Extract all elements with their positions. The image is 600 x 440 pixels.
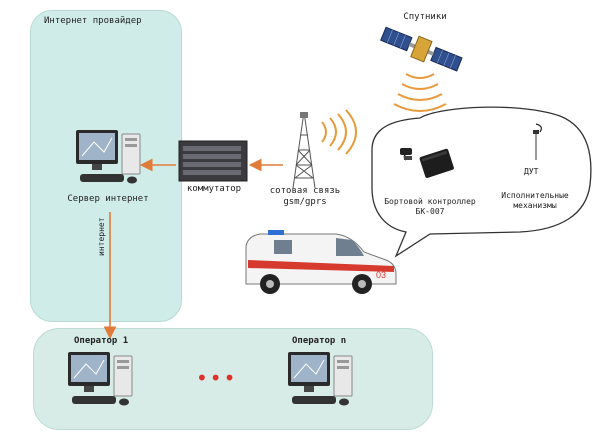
provider-zone	[30, 10, 182, 322]
operator-first-workstation-icon	[68, 352, 133, 406]
controller-box-icon	[400, 148, 454, 178]
server-workstation-icon	[76, 130, 141, 184]
operator-last-workstation-icon	[288, 352, 353, 406]
server-label: Сервер интернет	[67, 194, 149, 204]
dut-label: ДУТ	[524, 167, 539, 176]
satellite-label: Спутники	[403, 12, 447, 22]
tower-radio-waves	[321, 109, 357, 155]
provider-zone-label: Интернет провайдер	[44, 16, 142, 26]
operators-ellipsis: •••	[196, 366, 238, 390]
controller-label-1: Бортовой контроллер	[384, 197, 476, 206]
tower-label-1: сотовая связь	[269, 186, 341, 196]
controller-label-2: БК-007	[415, 207, 445, 216]
actuators-label-2: механизмы	[513, 201, 557, 210]
operator-first-label: Оператор 1	[74, 336, 129, 346]
tower-label-2: gsm/gprs	[283, 197, 327, 207]
ambulance-icon: 03	[245, 230, 397, 294]
operator-last-label: Оператор n	[292, 336, 347, 346]
cell-tower-icon	[292, 111, 316, 189]
actuators-label-1: Исполнительные	[501, 191, 569, 200]
satellite-icon	[380, 26, 463, 72]
network-switch-icon	[178, 140, 248, 182]
satellite-radio-waves	[393, 73, 447, 112]
fuel-sensor-icon	[533, 123, 542, 160]
switch-label: коммутатор	[186, 184, 242, 194]
svg-text:03: 03	[376, 270, 386, 280]
internet-link-label: интернет	[97, 217, 106, 256]
